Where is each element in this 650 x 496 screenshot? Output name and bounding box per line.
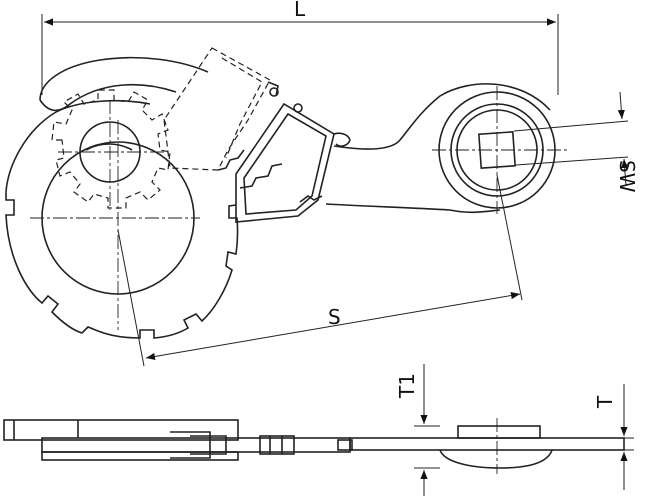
dimension-t-label: T	[593, 395, 617, 409]
drive-hub	[432, 86, 570, 214]
dimension-s: S	[117, 174, 523, 367]
dimension-s-label: S	[328, 305, 341, 329]
dimension-sw-label: SW	[615, 160, 639, 193]
lever-arm	[325, 83, 551, 214]
dimension-t1-label: T1	[395, 373, 419, 399]
dimension-sw: SW	[513, 91, 639, 193]
hidden-pawl	[163, 47, 279, 171]
top-view: L	[5, 0, 639, 367]
dimension-l: L	[41, 0, 559, 95]
side-view: T1 T	[3, 364, 634, 496]
hidden-gear	[51, 89, 171, 209]
pawl	[235, 102, 351, 223]
dimension-t: T	[560, 384, 634, 490]
toothed-ring	[5, 111, 239, 339]
dimension-l-label: L	[294, 0, 306, 21]
square-drive	[478, 131, 516, 169]
dimension-t1: T1	[395, 364, 440, 496]
